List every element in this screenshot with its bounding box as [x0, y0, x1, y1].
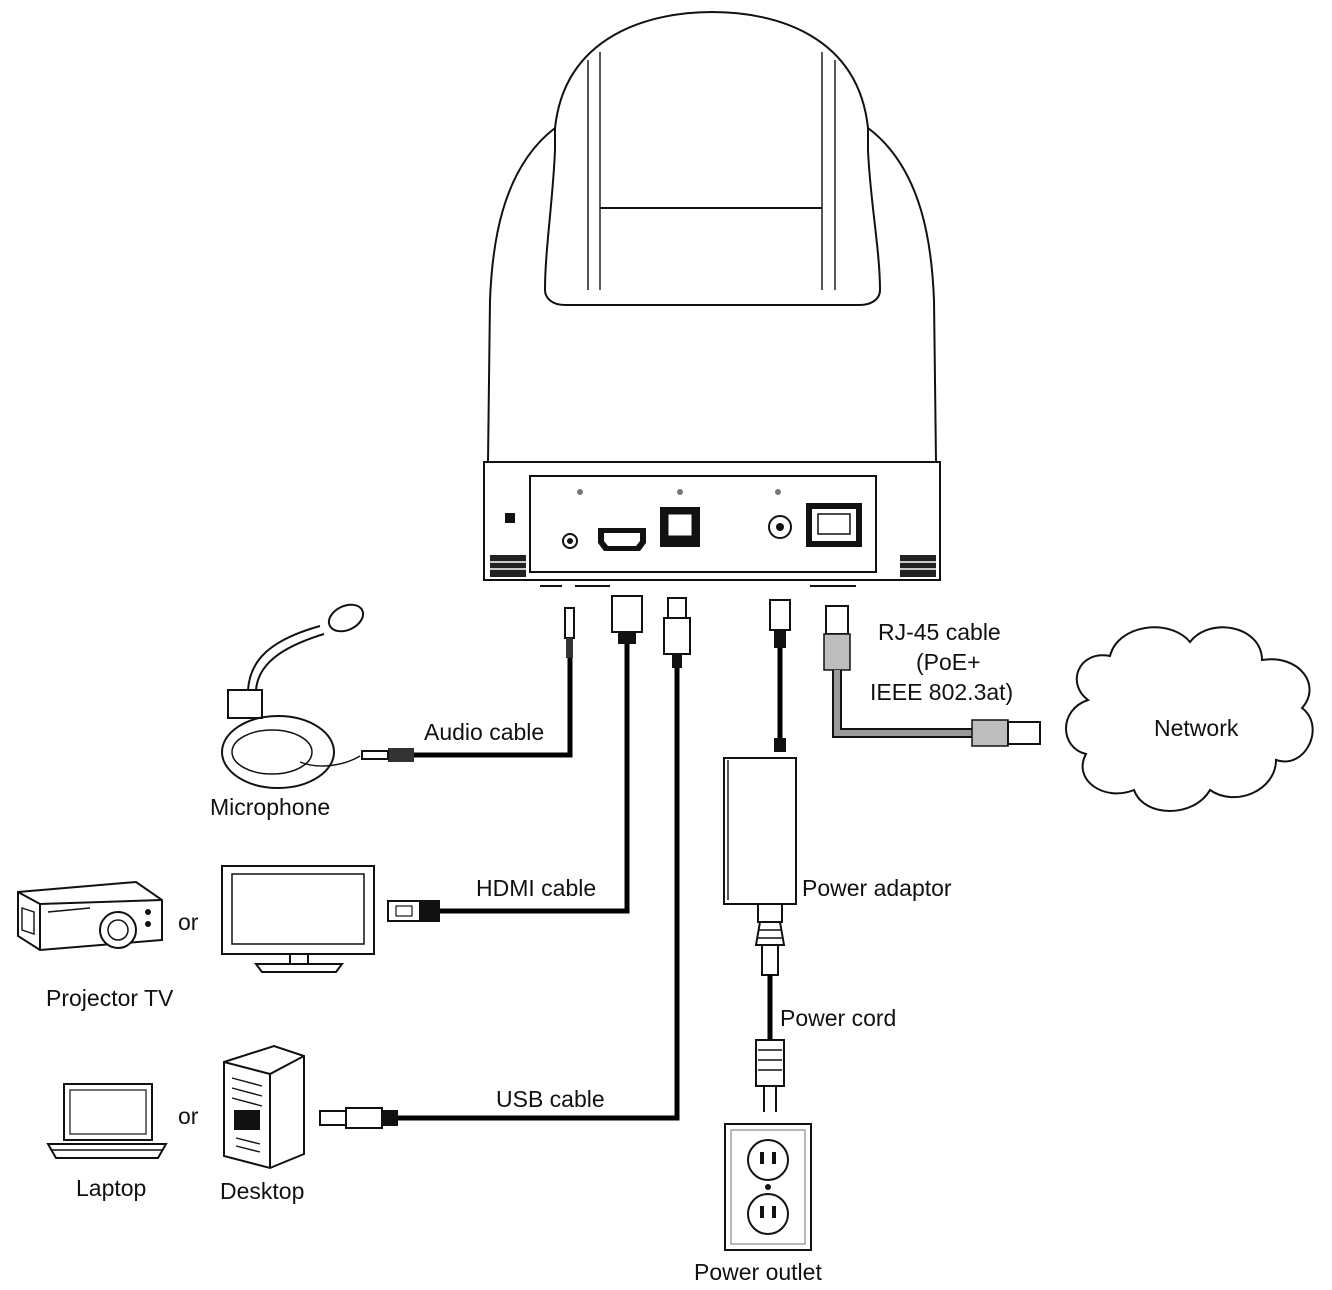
- rj45-cable-label-line1: RJ-45 cable: [878, 619, 1001, 645]
- power-adaptor-label: Power adaptor: [802, 875, 952, 901]
- power-cable: [769, 599, 791, 752]
- desktop-icon: [223, 1044, 305, 1170]
- power-adaptor: [723, 757, 797, 1040]
- audio-cable: [361, 607, 575, 762]
- laptop-label: Laptop: [76, 1175, 146, 1201]
- projector-icon: [17, 880, 163, 952]
- power-outlet-icon: [724, 1123, 812, 1251]
- laptop-icon: [46, 1083, 168, 1159]
- projector-tv-label: Projector TV: [46, 985, 174, 1011]
- ptz-camera: [483, 10, 941, 587]
- or-computer-label: or: [178, 1103, 199, 1129]
- rj45-cable-label-line2: (PoE+: [916, 649, 981, 675]
- monitor-icon: [221, 865, 375, 973]
- power-outlet-label: Power outlet: [694, 1259, 822, 1285]
- hdmi-cable: [387, 595, 643, 922]
- desktop-label: Desktop: [220, 1178, 304, 1204]
- usb-cable-label: USB cable: [496, 1086, 605, 1112]
- power-plug: [755, 1039, 785, 1112]
- network-label: Network: [1154, 715, 1239, 741]
- power-cord-label: Power cord: [780, 1005, 896, 1031]
- usb-cable: [319, 597, 691, 1129]
- rj45-cable: [823, 605, 1041, 747]
- or-display-label: or: [178, 909, 199, 935]
- audio-cable-label: Audio cable: [424, 719, 544, 745]
- network-cloud-icon: [1065, 626, 1314, 812]
- rj45-cable-label-line3: IEEE 802.3at): [870, 679, 1013, 705]
- microphone-icon: [221, 603, 365, 789]
- hdmi-cable-label: HDMI cable: [476, 875, 596, 901]
- microphone-label: Microphone: [210, 794, 330, 820]
